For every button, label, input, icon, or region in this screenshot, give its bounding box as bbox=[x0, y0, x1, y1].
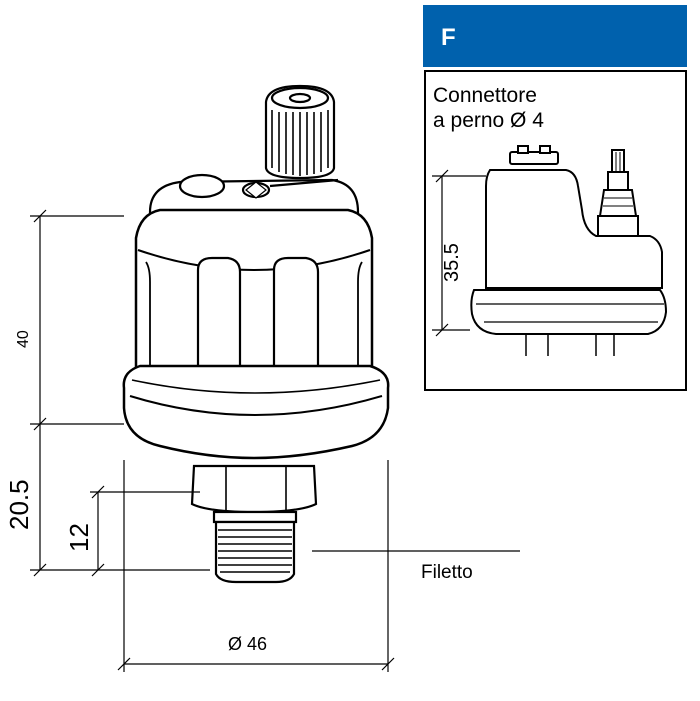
threaded-port bbox=[212, 510, 298, 584]
dimension-lines bbox=[30, 209, 395, 672]
sensor-housing bbox=[134, 208, 374, 384]
badge-background bbox=[423, 5, 687, 67]
inset-bottom-terminals bbox=[525, 334, 615, 356]
dim-thread-length: 12 bbox=[64, 523, 94, 552]
dim-diameter: Ø 46 bbox=[228, 634, 267, 654]
dim-lower-height: 20.5 bbox=[4, 479, 34, 530]
pressure-sensor-drawing bbox=[122, 84, 520, 584]
connector-nut bbox=[264, 84, 336, 180]
inset-dimension-label: 35.5 bbox=[441, 243, 463, 282]
connector-knurling bbox=[271, 110, 329, 176]
hex-nut bbox=[190, 464, 318, 514]
inset-sensor-outline bbox=[470, 145, 668, 335]
badge-letter: F bbox=[441, 24, 456, 51]
inset-dimension-line bbox=[432, 169, 486, 337]
section-badge: F bbox=[423, 5, 687, 67]
dim-body-height: 40 bbox=[15, 330, 32, 348]
connector-inset: Connettore a perno Ø 4 35.5 bbox=[424, 70, 687, 391]
inset-caption-line1: Connettore bbox=[433, 84, 537, 107]
thread-label: Filetto bbox=[421, 562, 473, 583]
inset-caption-line2: a perno Ø 4 bbox=[433, 109, 544, 132]
sensor-base-flange bbox=[122, 364, 390, 460]
inset-pin-ridges bbox=[603, 152, 633, 207]
